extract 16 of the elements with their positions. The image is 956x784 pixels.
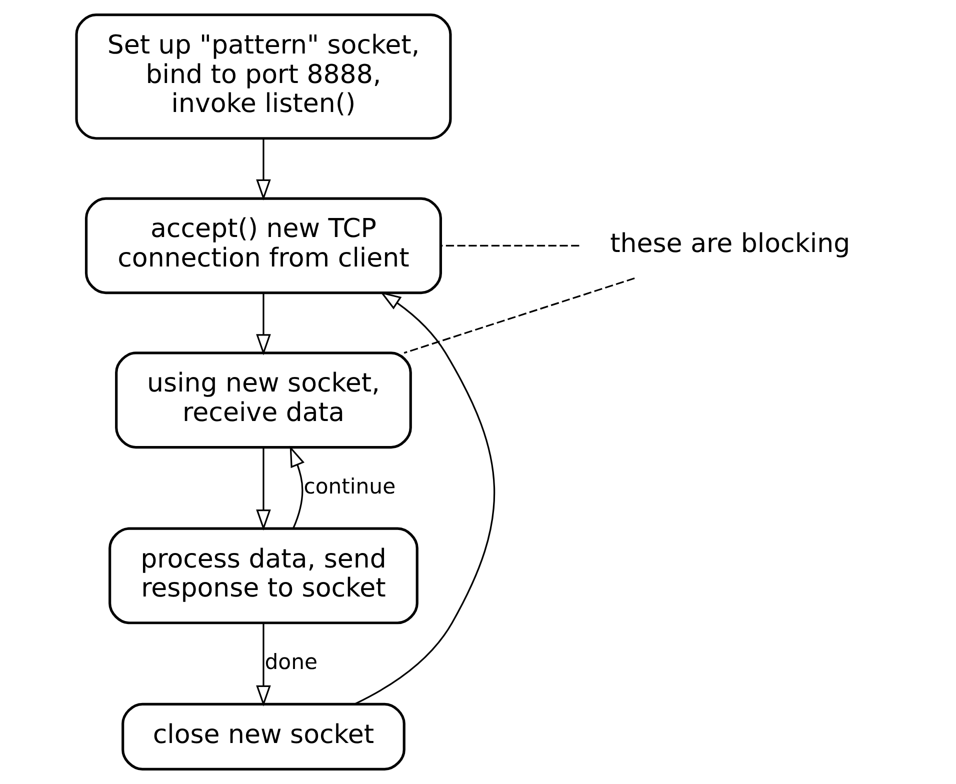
arrow (256, 622, 270, 706)
edge-label: done (264, 649, 317, 674)
node-box: accept() new TCP connection from client (84, 197, 442, 294)
edge-label: continue (303, 473, 396, 498)
arrow (256, 448, 270, 531)
arrow (256, 138, 270, 200)
connector (403, 277, 634, 354)
arrow (256, 293, 270, 356)
arrow (354, 292, 495, 705)
node-box: process data, send response to socket (108, 527, 418, 624)
node-text: these are blocking (610, 228, 850, 259)
arrow (289, 446, 304, 529)
node-box: Set up "pattern" socket, bind to port 8888, invoke listen() (74, 14, 452, 140)
connector (440, 244, 579, 246)
node-box: using new socket, receive data (114, 352, 412, 449)
node-box: close new socket (121, 702, 405, 770)
